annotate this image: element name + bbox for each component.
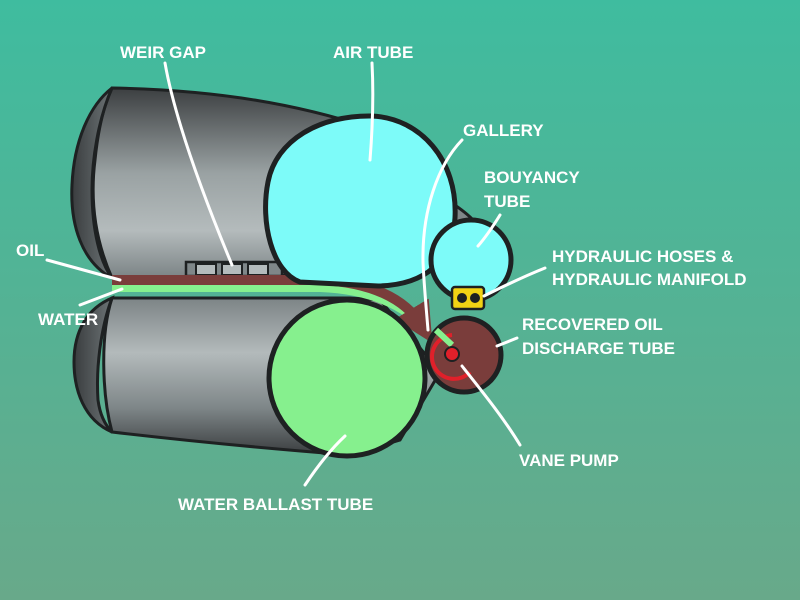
leader-lines [45,61,547,487]
label-hydraulic-line2: HYDRAULIC MANIFOLD [552,270,747,289]
label-recovered-line2: DISCHARGE TUBE [522,339,675,358]
vane-pump-rotor [444,346,460,362]
label-weir-gap: WEIR GAP [120,43,206,62]
label-water-ballast-tube: WATER BALLAST TUBE [178,495,373,514]
labels: WEIR GAP AIR TUBE GALLERY BOUYANCY TUBE … [16,43,747,514]
label-air-tube: AIR TUBE [333,43,413,62]
hydraulic-manifold [450,285,486,311]
weir-gap-blocks [184,260,284,278]
recovered-oil-discharge-tube [424,315,504,395]
label-vane-pump: VANE PUMP [519,451,619,470]
label-water: WATER [38,310,98,329]
label-buoyancy-line2: TUBE [484,192,530,211]
label-hydraulic-line1: HYDRAULIC HOSES & [552,247,733,266]
label-oil: OIL [16,241,44,260]
water-ballast-tube [266,297,428,459]
label-recovered-line1: RECOVERED OIL [522,315,663,334]
label-buoyancy-line1: BOUYANCY [484,168,580,187]
label-gallery: GALLERY [463,121,544,140]
air-tube [263,113,458,289]
